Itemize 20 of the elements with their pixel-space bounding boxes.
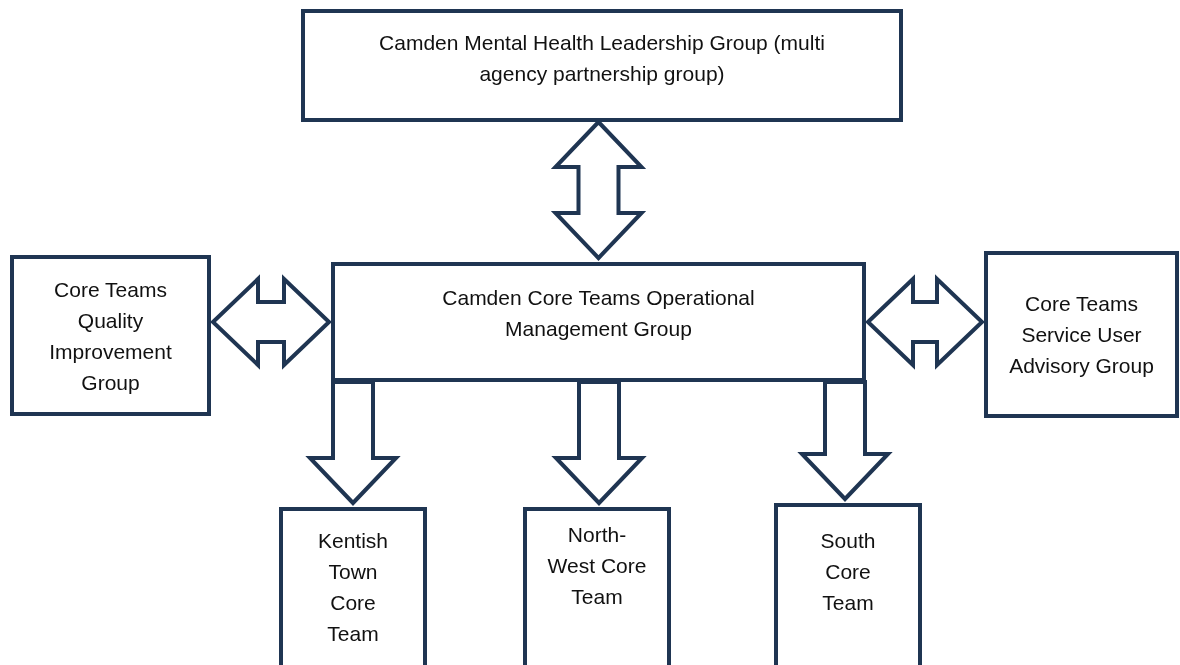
box [331,262,866,382]
box-label: Kentish Town Core Team [316,528,389,647]
box-label: Core Teams Service User Advisory Group [1008,291,1155,379]
box [523,507,671,665]
box [279,507,427,665]
box-label: North-West Core Team [547,522,647,610]
block-arrow [210,274,332,370]
block-arrow [865,274,985,370]
box [10,255,211,416]
block-arrow [551,380,647,506]
box [984,251,1179,418]
box-label: Core Teams Quality Improvement Group [48,276,173,396]
block-arrow [305,380,401,506]
box-label: Camden Core Teams Operational Management Group [441,285,756,342]
block-arrow [797,380,893,502]
box-label: Camden Mental Health Leadership Group (multi agency partnership group) [378,30,826,87]
box-label: South Core Team [819,528,877,616]
box [301,9,903,122]
block-arrow [550,119,647,261]
box [774,503,922,665]
